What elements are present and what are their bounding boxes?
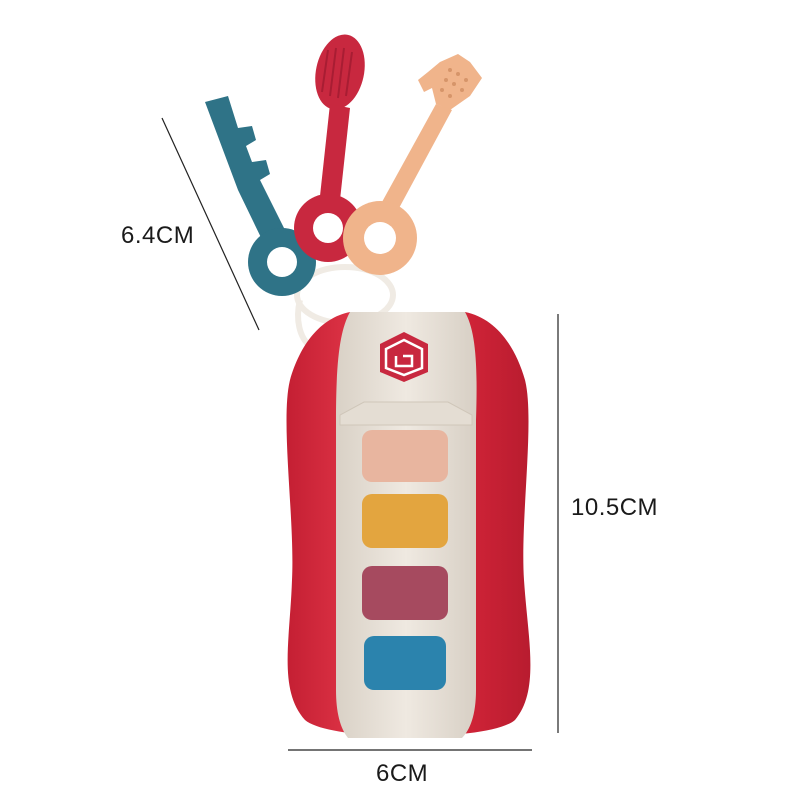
button-2[interactable] [362,494,448,548]
remote-width-label: 6CM [376,760,429,787]
keys-dimension-line [161,117,260,331]
blue-key [205,96,316,296]
button-3[interactable] [362,566,448,620]
peach-key [343,54,482,275]
brand-logo [380,332,428,382]
keys-length-label: 6.4CM [121,222,195,249]
button-1[interactable] [362,430,448,482]
button-4[interactable] [364,636,446,690]
remote-height-label: 10.5CM [571,494,659,521]
